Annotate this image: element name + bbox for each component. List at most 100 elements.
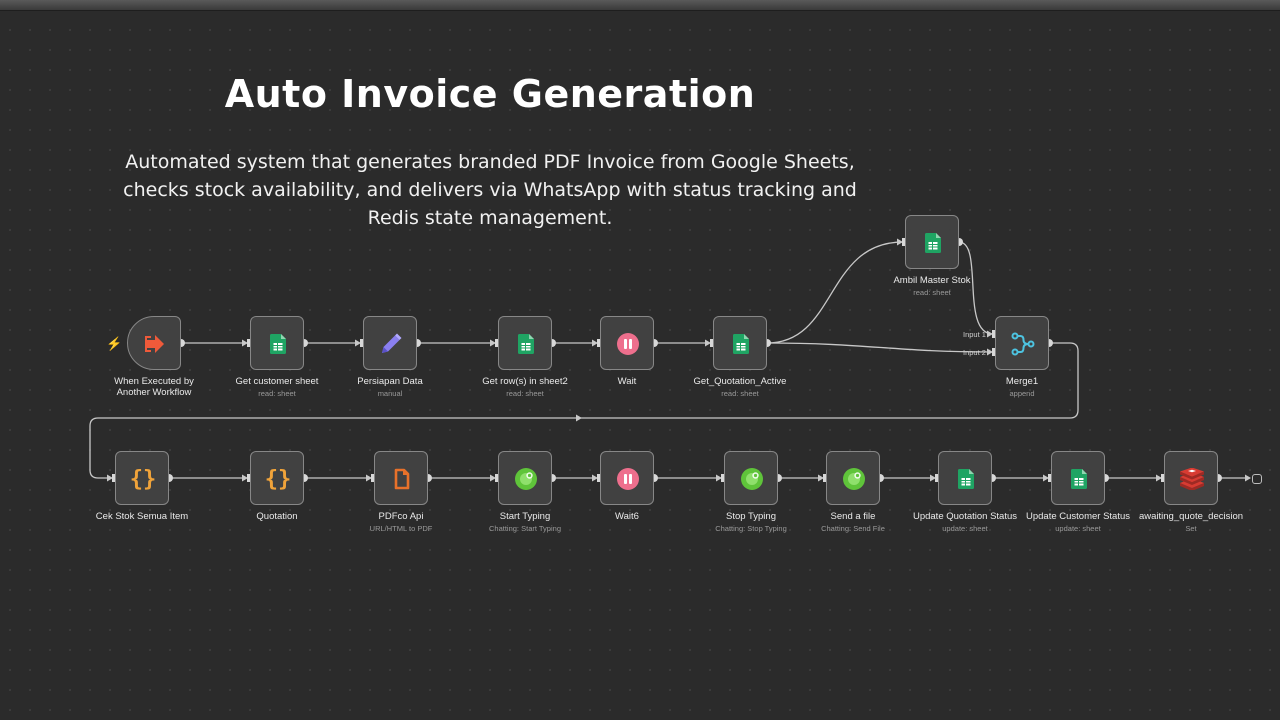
input-port[interactable] [721,474,725,482]
node-subtitle: read: sheet [913,288,951,297]
input-port[interactable] [597,339,601,347]
edge-arrow [987,330,993,338]
node-label: Update Quotation Status [912,511,1018,522]
node-persiapan[interactable] [363,316,417,370]
node-trigger[interactable] [127,316,181,370]
node-stop-typing[interactable] [724,451,778,505]
node-pdfco[interactable] [374,451,428,505]
node-label: PDFco Api [378,511,424,522]
node-label: Wait6 [615,511,639,522]
node-label: Get customer sheet [235,376,319,387]
edge-arrow [366,474,372,482]
redis-icon [1165,452,1219,506]
node-label: Stop Typing [725,511,776,522]
pause-icon [601,452,655,506]
input-port[interactable] [902,238,906,246]
edge-get-quotation-merge1 [766,342,994,353]
google-sheets-icon [939,452,993,506]
top-toolbar-strip [0,0,1280,11]
whatsapp-icon [499,452,553,506]
edge-arrow [818,474,824,482]
pdfco-icon [375,452,429,506]
node-subtitle: read: sheet [258,389,296,398]
input-port[interactable] [247,339,251,347]
edge-get-quotation-ambil-master [766,241,904,344]
input-port[interactable] [371,474,375,482]
node-awaiting[interactable] [1164,451,1218,505]
edge-ambil-master-merge1 [958,241,994,335]
node-send-file[interactable] [826,451,880,505]
svg-text:{}: {} [265,467,292,492]
node-merge1[interactable] [995,316,1049,370]
node-label: When Executed by Another Workflow [114,376,194,398]
edge-direction-arrow [576,414,582,422]
node-quotation[interactable]: {} [250,451,304,505]
node-label: Merge1 [1005,376,1039,387]
whatsapp-icon [827,452,881,506]
node-label: Get row(s) in sheet2 [482,376,568,387]
code-braces-icon: {} [251,452,305,506]
code-braces-icon: {} [116,452,170,506]
google-sheets-icon [499,317,553,371]
node-ambil-master[interactable] [905,215,959,269]
input-port[interactable] [823,474,827,482]
node-get-quotation[interactable] [713,316,767,370]
input-port[interactable] [1161,474,1165,482]
node-label: Quotation [256,511,298,522]
edge-arrow [897,238,903,246]
edge-arrow [705,339,711,347]
node-subtitle: update: sheet [1055,524,1101,533]
input-port[interactable] [247,474,251,482]
svg-text:{}: {} [130,467,157,492]
google-sheets-icon [251,317,305,371]
execute-workflow-trigger-icon [128,317,182,371]
node-update-quotation[interactable] [938,451,992,505]
edge-merge1-cek-stok [89,342,1079,479]
lightning-icon: ⚡ [106,336,123,351]
edge-arrow [1245,474,1251,482]
node-start-typing[interactable] [498,451,552,505]
merge-input-label: Input 2 [963,348,986,357]
node-subtitle: read: sheet [721,389,759,398]
node-wait[interactable] [600,316,654,370]
node-label: Send a file [830,511,876,522]
node-subtitle: manual [377,389,403,398]
google-sheets-icon [714,317,768,371]
whatsapp-icon [725,452,779,506]
edge-arrow [242,339,248,347]
node-update-customer[interactable] [1051,451,1105,505]
node-wait6[interactable] [600,451,654,505]
input-port[interactable] [112,474,116,482]
input-port[interactable] [992,330,996,338]
input-port[interactable] [710,339,714,347]
edge-arrow [716,474,722,482]
node-subtitle: URL/HTML to PDF [369,524,433,533]
node-label: Cek Stok Semua Item [95,511,189,522]
merge-icon [996,317,1050,371]
edge-arrow [490,474,496,482]
node-label: Update Customer Status [1025,511,1131,522]
input-port[interactable] [992,348,996,356]
input-port[interactable] [495,339,499,347]
input-port[interactable] [935,474,939,482]
input-port[interactable] [597,474,601,482]
input-port[interactable] [360,339,364,347]
output-end-icon[interactable] [1252,474,1262,484]
edge-arrow [592,474,598,482]
edge-arrow [242,474,248,482]
node-cek-stok[interactable]: {} [115,451,169,505]
edge-arrow [930,474,936,482]
node-label: awaiting_quote_decision [1138,511,1244,522]
input-port[interactable] [495,474,499,482]
pause-icon [601,317,655,371]
input-port[interactable] [1048,474,1052,482]
node-label: Ambil Master Stok [893,275,971,286]
node-get-customer[interactable] [250,316,304,370]
pencil-icon [364,317,418,371]
node-subtitle: Chatting: Start Typing [489,524,561,533]
google-sheets-icon [906,216,960,270]
node-subtitle: update: sheet [942,524,988,533]
edge-arrow [1156,474,1162,482]
node-get-rows[interactable] [498,316,552,370]
